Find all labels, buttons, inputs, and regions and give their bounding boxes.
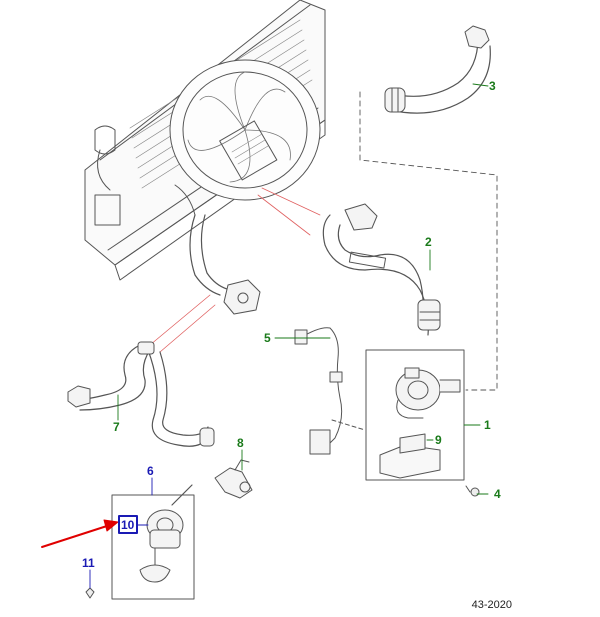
callout-11: 11 <box>82 556 95 570</box>
part-7-lower-hose <box>67 341 215 447</box>
callout-1: 1 <box>484 418 491 432</box>
callout-6: 6 <box>147 464 154 478</box>
callout-10-highlight-box <box>118 515 138 534</box>
part-5-wiring-harness <box>294 327 366 455</box>
callout-9: 9 <box>435 433 442 447</box>
callout-5: 5 <box>264 331 271 345</box>
callout-leaders <box>89 83 489 589</box>
part-9-bracket <box>379 433 441 479</box>
part-1-pump-box <box>365 349 465 481</box>
reference-code: 43-2020 <box>471 599 512 611</box>
radiator-fan-assembly <box>84 0 326 315</box>
callout-10: 10 <box>121 518 135 532</box>
dashed-routing-line <box>359 91 498 391</box>
part-4-bolt <box>465 485 480 497</box>
part-2-coolant-hose <box>322 203 441 336</box>
leader-lines-red <box>149 187 321 353</box>
part-3-upper-hose <box>384 25 491 114</box>
callout-4: 4 <box>494 487 501 501</box>
callout-3: 3 <box>489 79 496 93</box>
part-11-screw <box>85 587 95 599</box>
part-6-pump-box <box>111 484 195 600</box>
callout-2: 2 <box>425 235 432 249</box>
callout-7: 7 <box>113 420 120 434</box>
red-pointer-arrow <box>41 519 119 548</box>
part-8-connector <box>214 459 253 499</box>
callout-8: 8 <box>237 436 244 450</box>
